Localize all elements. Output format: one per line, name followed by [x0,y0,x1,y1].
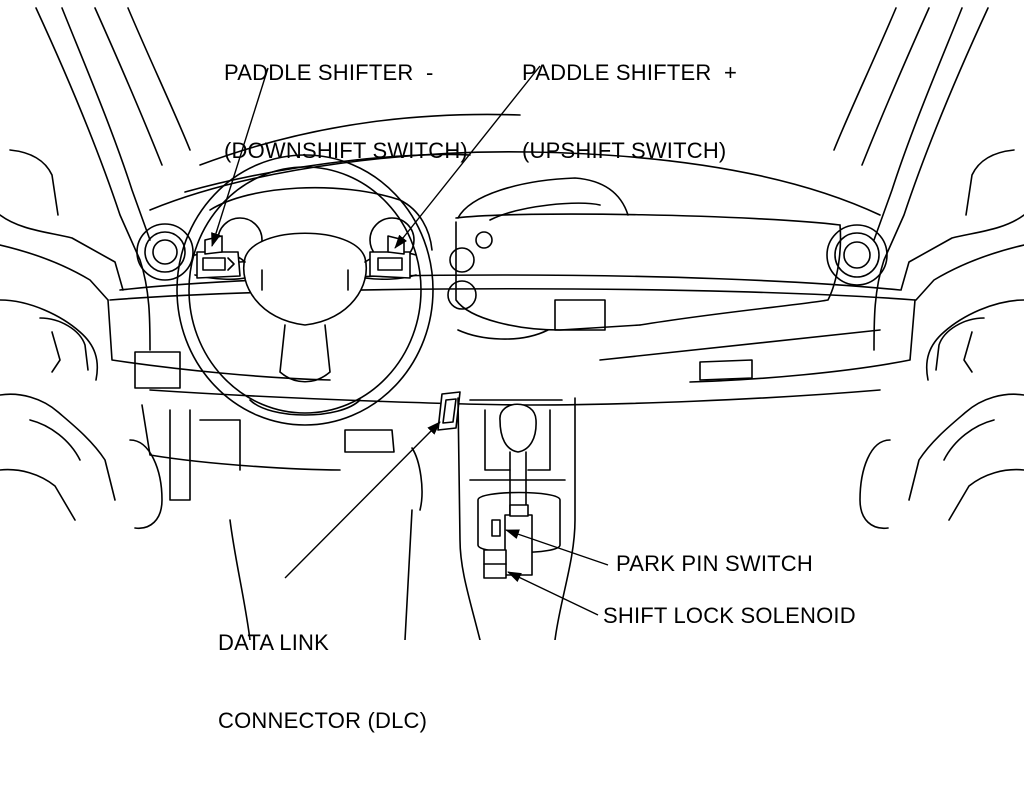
label-paddle-shifter-minus: PADDLE SHIFTER - (DOWNSHIFT SWITCH) [224,8,468,216]
leader-lines [211,65,609,616]
center-console [457,397,576,640]
lower-panel [134,351,423,640]
label-paddle-minus-line2: (DOWNSHIFT SWITCH) [224,138,468,163]
label-paddle-plus-line1: PADDLE SHIFTER + [522,60,738,85]
leader-park-pin [505,529,609,566]
steering-wheel [176,154,434,426]
left-round-vent [136,223,194,281]
label-paddle-plus-line2: (UPSHIFT SWITCH) [522,138,727,163]
leader-paddle-plus [394,65,541,249]
leader-shift-lock [507,571,599,616]
label-data-link-connector: DATA LINK CONNECTOR (DLC) [218,578,427,786]
dashboard-line-art [0,7,1024,640]
label-dlc-line1: DATA LINK [218,630,330,655]
data-link-connector [437,391,461,431]
label-paddle-minus-line1: PADDLE SHIFTER - [224,60,434,85]
right-door-frame [833,7,1024,529]
label-park-pin-switch: PARK PIN SWITCH [616,551,813,576]
left-door-frame [0,7,191,529]
leader-dlc [284,421,441,579]
right-round-vent [826,224,888,286]
center-stack [447,177,842,381]
label-dlc-line2: CONNECTOR (DLC) [218,708,428,733]
label-paddle-shifter-plus: PADDLE SHIFTER + (UPSHIFT SWITCH) [522,8,737,216]
leader-paddle-minus [211,67,269,247]
dashboard-diagram: PADDLE SHIFTER - (DOWNSHIFT SWITCH) PADD… [0,7,1024,733]
label-shift-lock-solenoid: SHIFT LOCK SOLENOID [603,603,856,628]
